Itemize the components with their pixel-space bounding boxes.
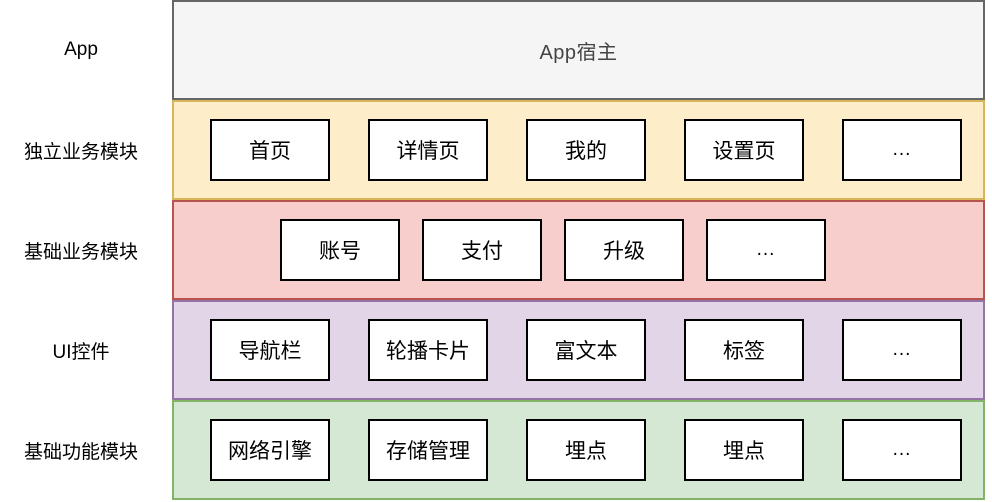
layer-label-independent-business: 独立业务模块 — [23, 141, 138, 163]
layer-row-basic-business: 基础业务模块 账号 支付 升级 ... — [0, 200, 992, 300]
app-host-label: App宿主 — [539, 41, 618, 64]
layer-row-basic-function: 基础功能模块 网络引擎 存储管理 埋点 埋点 ... — [0, 400, 992, 500]
layer-band-basic-business: 账号 支付 升级 ... — [172, 200, 985, 300]
layer-row-app: App App宿主 — [0, 0, 992, 100]
module-box[interactable]: 轮播卡片 — [368, 319, 488, 381]
module-box-group: 网络引擎 存储管理 埋点 埋点 ... — [174, 402, 962, 498]
module-box[interactable]: 网络引擎 — [210, 419, 330, 481]
module-box[interactable]: 存储管理 — [368, 419, 488, 481]
module-box-group: 账号 支付 升级 ... — [174, 202, 826, 298]
module-box-ellipsis[interactable]: ... — [842, 319, 962, 381]
layer-band-app: App宿主 — [172, 0, 985, 100]
module-box-group: 首页 详情页 我的 设置页 ... — [174, 102, 962, 198]
module-box[interactable]: 首页 — [210, 119, 330, 181]
module-box[interactable]: 导航栏 — [210, 319, 330, 381]
module-box[interactable]: 升级 — [564, 219, 684, 281]
layer-label-basic-function: 基础功能模块 — [23, 441, 138, 463]
layer-label-ui-widgets: UI控件 — [52, 341, 110, 363]
layer-band-ui-widgets: 导航栏 轮播卡片 富文本 标签 ... — [172, 300, 985, 400]
module-box[interactable]: 账号 — [280, 219, 400, 281]
module-box-ellipsis[interactable]: ... — [706, 219, 826, 281]
layer-row-ui-widgets: UI控件 导航栏 轮播卡片 富文本 标签 ... — [0, 300, 992, 400]
module-box[interactable]: 标签 — [684, 319, 804, 381]
layer-band-basic-function: 网络引擎 存储管理 埋点 埋点 ... — [172, 400, 985, 500]
module-box[interactable]: 富文本 — [526, 319, 646, 381]
module-box[interactable]: 支付 — [422, 219, 542, 281]
module-box[interactable]: 埋点 — [526, 419, 646, 481]
layer-row-independent-business: 独立业务模块 首页 详情页 我的 设置页 ... — [0, 100, 992, 200]
module-box-group: 导航栏 轮播卡片 富文本 标签 ... — [174, 302, 962, 398]
module-box[interactable]: 详情页 — [368, 119, 488, 181]
layer-label-basic-business: 基础业务模块 — [23, 241, 138, 263]
module-box-ellipsis[interactable]: ... — [842, 119, 962, 181]
layer-band-independent-business: 首页 详情页 我的 设置页 ... — [172, 100, 985, 200]
module-box[interactable]: 我的 — [526, 119, 646, 181]
module-box-ellipsis[interactable]: ... — [842, 419, 962, 481]
module-box[interactable]: 设置页 — [684, 119, 804, 181]
layer-label-app: App — [64, 39, 98, 60]
module-box[interactable]: 埋点 — [684, 419, 804, 481]
